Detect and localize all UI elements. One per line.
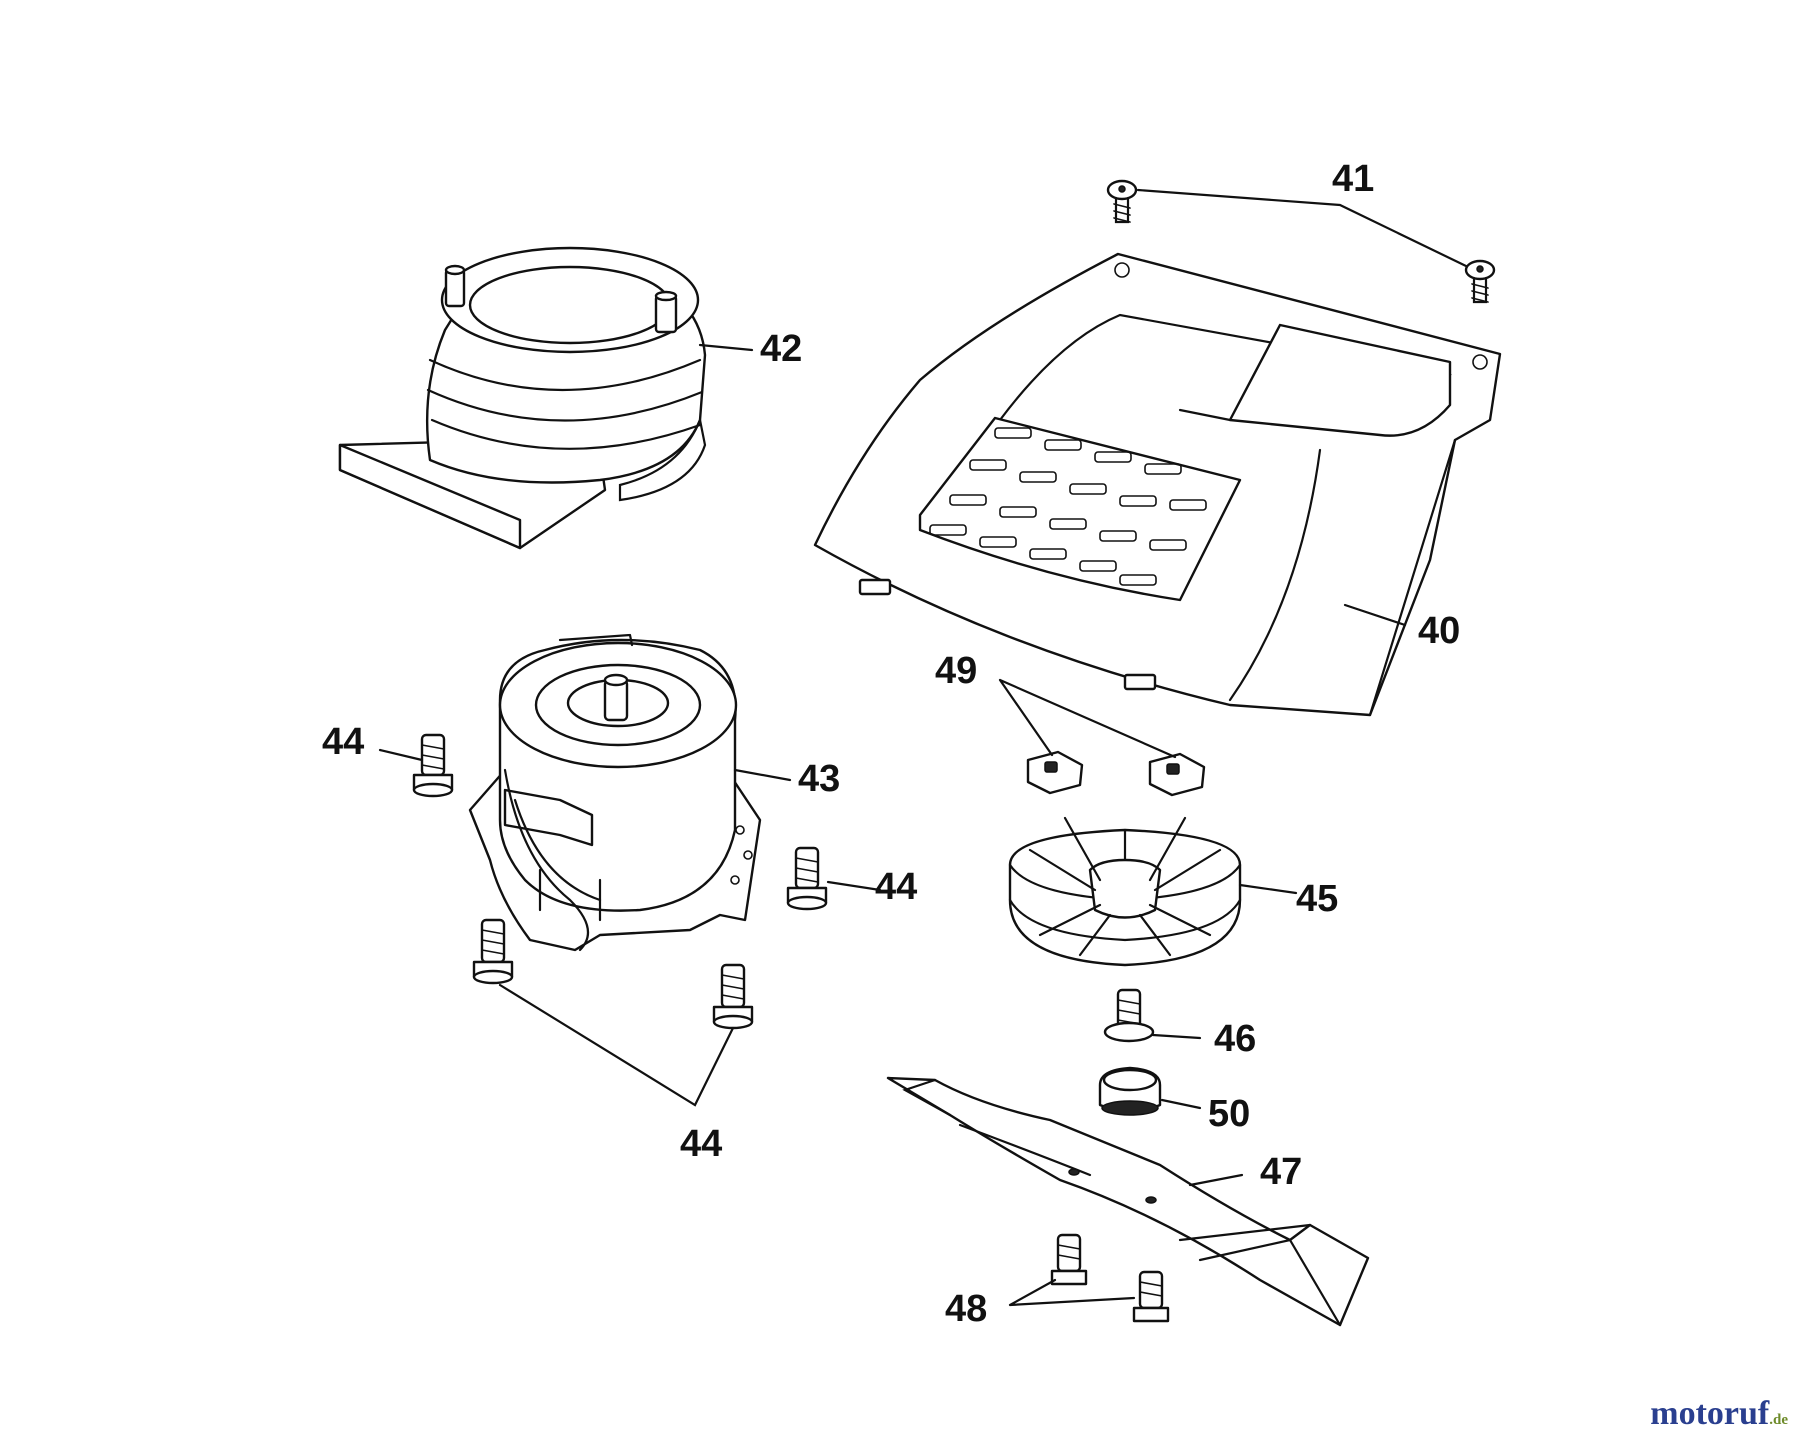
leader-lines	[698, 343, 1407, 782]
watermark-name: motoruf	[1650, 1395, 1770, 1432]
part-46-bolt	[1103, 988, 1202, 1043]
bolt-44-bottom-right	[712, 963, 754, 1030]
part-43-motor	[468, 633, 762, 952]
label-49: 49	[935, 650, 978, 692]
label-50: 50	[1208, 1093, 1251, 1135]
motoruf-watermark: motoruf.de	[1650, 1397, 1788, 1431]
bolt-44-right	[786, 846, 828, 911]
label-44-right: 44	[875, 866, 918, 908]
label-41: 41	[1332, 158, 1375, 200]
bolt-44-left	[412, 733, 454, 798]
part-40-cover	[813, 252, 1502, 717]
label-42: 42	[760, 328, 803, 370]
label-47: 47	[1260, 1151, 1303, 1193]
bolt-44-bottom-left	[472, 918, 514, 985]
part-45-fan	[1008, 816, 1298, 967]
cover-vent-slots	[929, 427, 1207, 586]
part-49-nuts	[998, 678, 1206, 797]
part-42-chute-collar	[338, 246, 707, 550]
part-41-screws	[1106, 179, 1496, 304]
part-50-hub	[1098, 1066, 1202, 1116]
label-48: 48	[945, 1288, 988, 1330]
part-47-blade	[886, 1076, 1370, 1327]
label-43: 43	[798, 758, 841, 800]
label-44-left: 44	[322, 721, 365, 763]
label-45: 45	[1296, 878, 1339, 920]
label-44-bottom: 44	[680, 1123, 723, 1165]
label-46: 46	[1214, 1018, 1257, 1060]
watermark-suffix: .de	[1769, 1412, 1788, 1428]
part-48-bolts	[1008, 1233, 1170, 1323]
label-40: 40	[1418, 610, 1461, 652]
part-44-bolts	[378, 733, 882, 1107]
